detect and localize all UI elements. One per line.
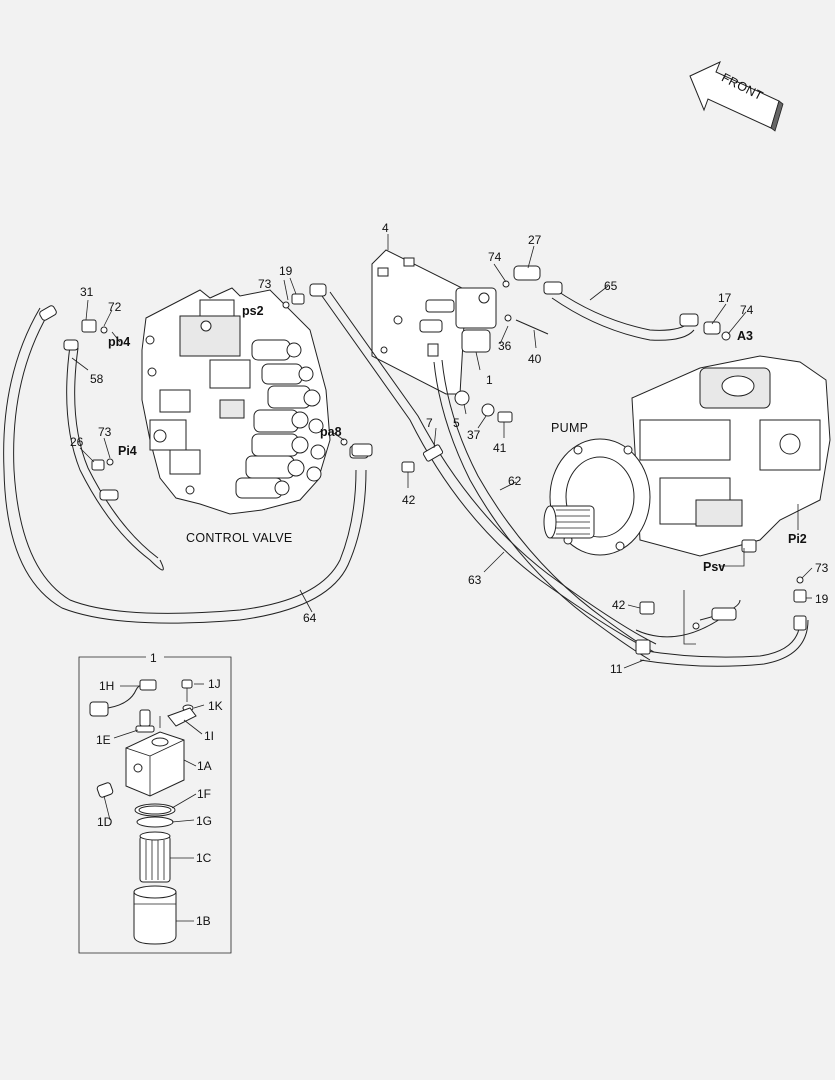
callout-73b: 73 (98, 425, 112, 439)
callout-27: 27 (528, 233, 542, 247)
callout-31: 31 (80, 285, 94, 299)
callout-37: 37 (467, 428, 481, 442)
control-valve (141, 287, 331, 515)
callout-19a: 19 (279, 264, 293, 278)
front-arrow: FRONT (689, 61, 784, 132)
callout-17: 17 (718, 291, 732, 305)
port-labels: ps2 pb4 pa8 Pi4 A3 Psv Pi2 (108, 304, 807, 574)
callout-64: 64 (303, 611, 317, 625)
callout-1E: 1E (96, 733, 111, 747)
captions: CONTROL VALVE PUMP (186, 421, 588, 545)
callout-1G: 1G (196, 814, 212, 828)
callout-74a: 74 (488, 250, 502, 264)
callout-1J: 1J (208, 677, 221, 691)
leader-lines (71, 234, 813, 669)
hydraulic-pump (543, 355, 831, 557)
callout-65: 65 (604, 279, 618, 293)
callout-1C: 1C (196, 851, 212, 865)
callout-labels: 4 1 74 27 65 73 19 31 72 58 26 73 7 42 3… (70, 221, 829, 676)
port-pa8: pa8 (320, 425, 342, 439)
callout-41: 41 (493, 441, 507, 455)
callout-1: 1 (486, 373, 493, 387)
callout-1A: 1A (197, 759, 212, 773)
callout-1B: 1B (196, 914, 211, 928)
callout-58: 58 (90, 372, 104, 386)
callout-11: 11 (610, 662, 623, 676)
port-ps2: ps2 (242, 304, 264, 318)
caption-control-valve: CONTROL VALVE (186, 531, 292, 545)
port-pi2: Pi2 (788, 532, 807, 546)
port-psv: Psv (703, 560, 725, 574)
callout-7: 7 (426, 416, 433, 430)
callout-5: 5 (453, 416, 460, 430)
callout-1K: 1K (208, 699, 223, 713)
port-pb4: pb4 (108, 335, 130, 349)
callout-1F: 1F (197, 787, 211, 801)
callout-36: 36 (498, 339, 512, 353)
port-a3: A3 (737, 329, 753, 343)
callout-1I: 1I (204, 729, 214, 743)
callout-73c: 73 (815, 561, 829, 575)
callout-63: 63 (468, 573, 482, 587)
callout-42a: 42 (402, 493, 416, 507)
bracket-assembly (371, 249, 497, 395)
callout-73a: 73 (258, 277, 272, 291)
callout-26: 26 (70, 435, 84, 449)
caption-pump: PUMP (551, 421, 588, 435)
hoses (3, 265, 809, 667)
callout-19b: 19 (815, 592, 829, 606)
port-pi4: Pi4 (118, 444, 137, 458)
callout-72: 72 (108, 300, 122, 314)
callout-1D: 1D (97, 815, 113, 829)
callout-1H: 1H (99, 679, 114, 693)
callout-42b: 42 (612, 598, 626, 612)
callout-40: 40 (528, 352, 542, 366)
callout-4: 4 (382, 221, 389, 235)
callout-62: 62 (508, 474, 522, 488)
callout-74b: 74 (740, 303, 754, 317)
filter-detail-box: 1H 1J 1K 1E 1I 1A 1F 1D 1G 1C 1B (78, 656, 232, 954)
callout-1-detail: 1 (150, 651, 157, 665)
